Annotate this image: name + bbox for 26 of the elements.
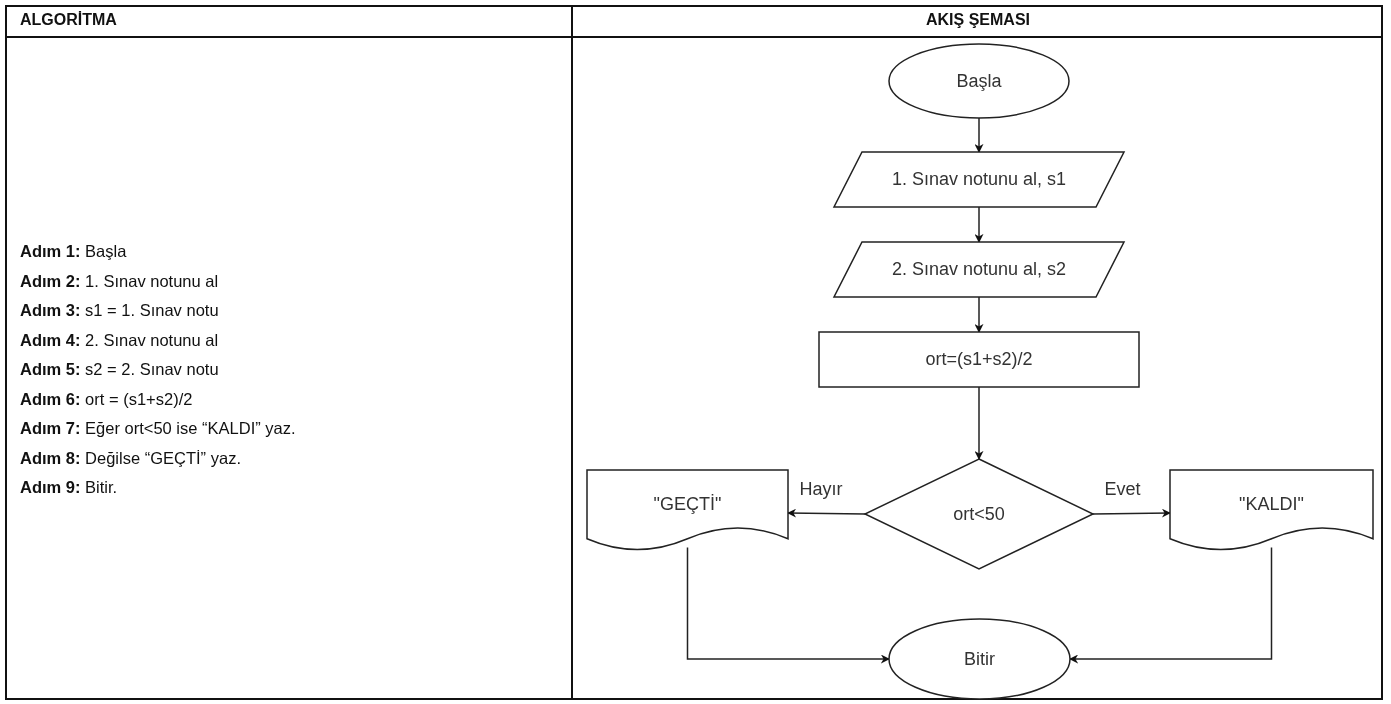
algorithm-step: Adım 5: s2 = 2. Sınav notu	[20, 355, 296, 385]
arrow	[974, 386, 984, 460]
node-label: Bitir	[964, 648, 995, 670]
node-label: "GEÇTİ"	[653, 493, 722, 515]
node-label: "KALDI"	[1239, 493, 1304, 515]
node-label: 2. Sınav notunu al, s2	[891, 259, 1067, 280]
node-label: ort=(s1+s2)/2	[925, 349, 1033, 370]
algorithm-step: Adım 9: Bitir.	[20, 473, 296, 503]
algorithm-step: Adım 7: Eğer ort<50 ise “KALDI” yaz.	[20, 414, 296, 444]
algorithm-step: Adım 8: Değilse “GEÇTİ” yaz.	[20, 443, 296, 473]
arrow	[974, 117, 984, 153]
arrow	[974, 206, 984, 243]
edge-label: Hayır	[799, 479, 843, 500]
column-header: AKIŞ ŞEMASI	[925, 11, 1031, 29]
node-label: 1. Sınav notunu al, s1	[891, 169, 1067, 190]
column-header: ALGORİTMA	[20, 11, 117, 29]
arrow	[1092, 508, 1171, 518]
node-label: Başla	[956, 70, 1002, 92]
arrow	[686, 546, 890, 664]
arrow	[974, 296, 984, 333]
algorithm-step: Adım 6: ort = (s1+s2)/2	[20, 384, 296, 414]
algorithm-step: Adım 3: s1 = 1. Sınav notu	[20, 296, 296, 326]
algorithm-step: Adım 4: 2. Sınav notunu al	[20, 325, 296, 355]
algorithm-step: Adım 1: Başla	[20, 237, 296, 267]
algorithm-step: Adım 2: 1. Sınav notunu al	[20, 266, 296, 296]
node-label: ort<50	[953, 503, 1005, 525]
